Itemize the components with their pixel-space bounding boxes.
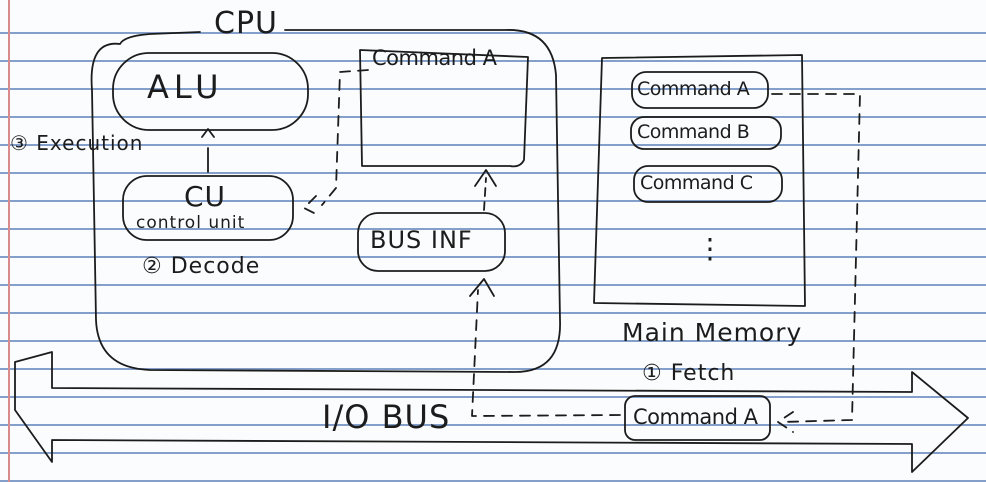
interface-to-register-path [483, 177, 487, 211]
memory-ellipsis: ⋮ [696, 232, 725, 265]
register-arrowhead [474, 169, 497, 187]
io-bus-label: I/O BUS [322, 398, 451, 436]
bus-to-interface-path [471, 289, 621, 417]
memory-item-a: Command A [637, 78, 750, 100]
execution-arrow [201, 128, 215, 173]
main-memory-box [593, 54, 806, 307]
register-content-label: Command A [372, 46, 497, 70]
main-memory-title: Main Memory [622, 318, 803, 347]
cu-sublabel: control unit [136, 213, 246, 233]
notebook-margin-line [8, 0, 10, 482]
memory-item-b-pill [630, 116, 782, 150]
memory-item-c-pill [633, 165, 783, 203]
memory-item-a-pill [631, 71, 769, 109]
io-bus-arrow [14, 351, 969, 473]
fetch-path-right [771, 93, 861, 433]
memory-item-b: Command B [637, 121, 750, 143]
bus-interface-arrowhead [469, 278, 495, 297]
bus-interface-label: BUS INF [370, 226, 473, 254]
register-box [359, 49, 529, 168]
decode-step-label: ② Decode [142, 254, 261, 279]
alu-label: ALU [147, 68, 224, 106]
fetch-step-label: ① Fetch [642, 361, 736, 386]
bus-command-pill [624, 395, 771, 441]
cpu-boundary [90, 29, 561, 373]
bus-interface-box [357, 212, 506, 272]
decode-path [303, 69, 369, 215]
execution-step-label: ③ Execution [10, 131, 144, 155]
alu-box [112, 52, 309, 131]
memory-item-c: Command C [640, 172, 753, 194]
cpu-title: CPU [214, 6, 278, 41]
cu-box [122, 175, 294, 241]
cu-label: CU [184, 180, 227, 213]
bus-command-label: Command A [633, 405, 758, 429]
